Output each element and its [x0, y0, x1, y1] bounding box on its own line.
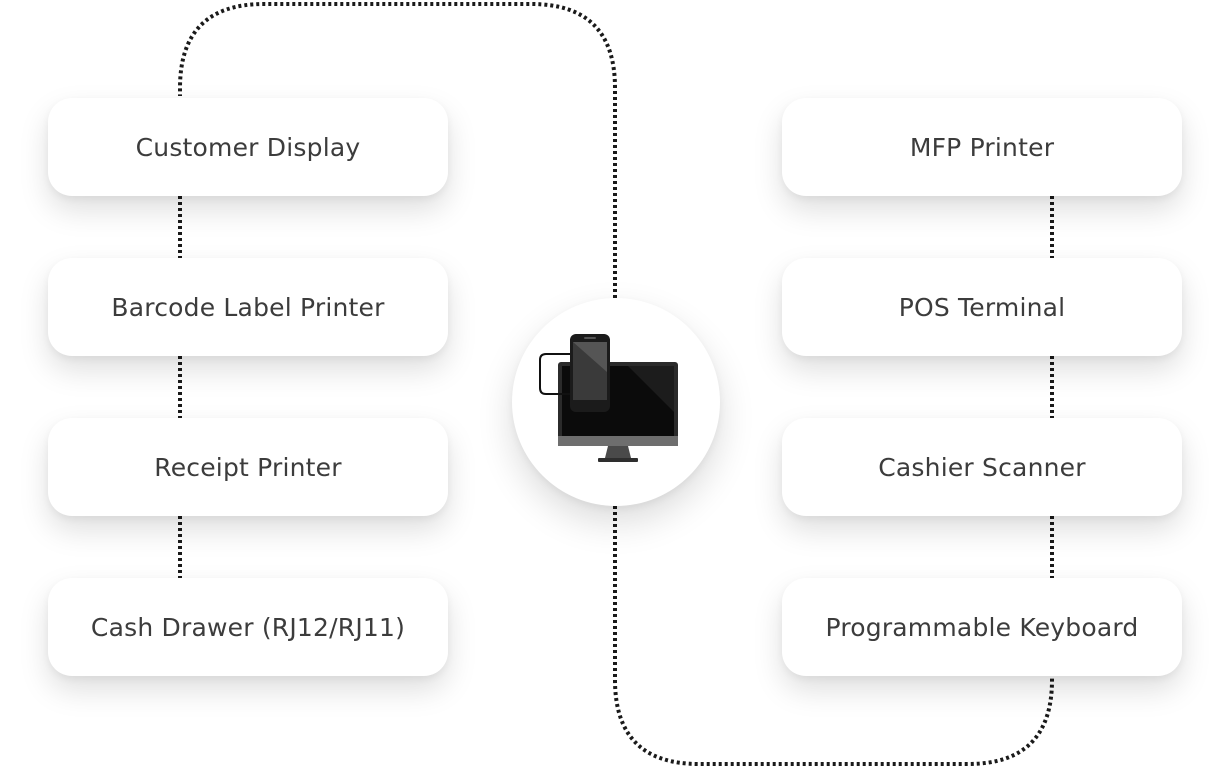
device-label: Programmable Keyboard — [825, 612, 1139, 642]
device-card-receipt-printer: Receipt Printer — [48, 418, 448, 516]
connector-hub-to-programmable-keyboard — [613, 506, 1054, 766]
device-label: MFP Printer — [909, 132, 1055, 162]
device-label: Customer Display — [135, 132, 361, 162]
device-label: Cash Drawer (RJ12/RJ11) — [90, 612, 406, 642]
device-card-customer-display: Customer Display — [48, 98, 448, 196]
device-card-barcode-label-printer: Barcode Label Printer — [48, 258, 448, 356]
device-card-cash-drawer: Cash Drawer (RJ12/RJ11) — [48, 578, 448, 676]
device-label: Cashier Scanner — [878, 452, 1086, 482]
device-card-pos-terminal: POS Terminal — [782, 258, 1182, 356]
device-card-mfp-printer: MFP Printer — [782, 98, 1182, 196]
connector-hub-to-customer-display — [178, 2, 617, 298]
computer-with-phone-icon — [539, 334, 678, 462]
device-label: Barcode Label Printer — [111, 292, 385, 322]
device-label: POS Terminal — [898, 292, 1066, 322]
device-card-cashier-scanner: Cashier Scanner — [782, 418, 1182, 516]
device-label: Receipt Printer — [154, 452, 342, 482]
central-hub — [512, 298, 720, 506]
device-card-programmable-keyboard: Programmable Keyboard — [782, 578, 1182, 676]
